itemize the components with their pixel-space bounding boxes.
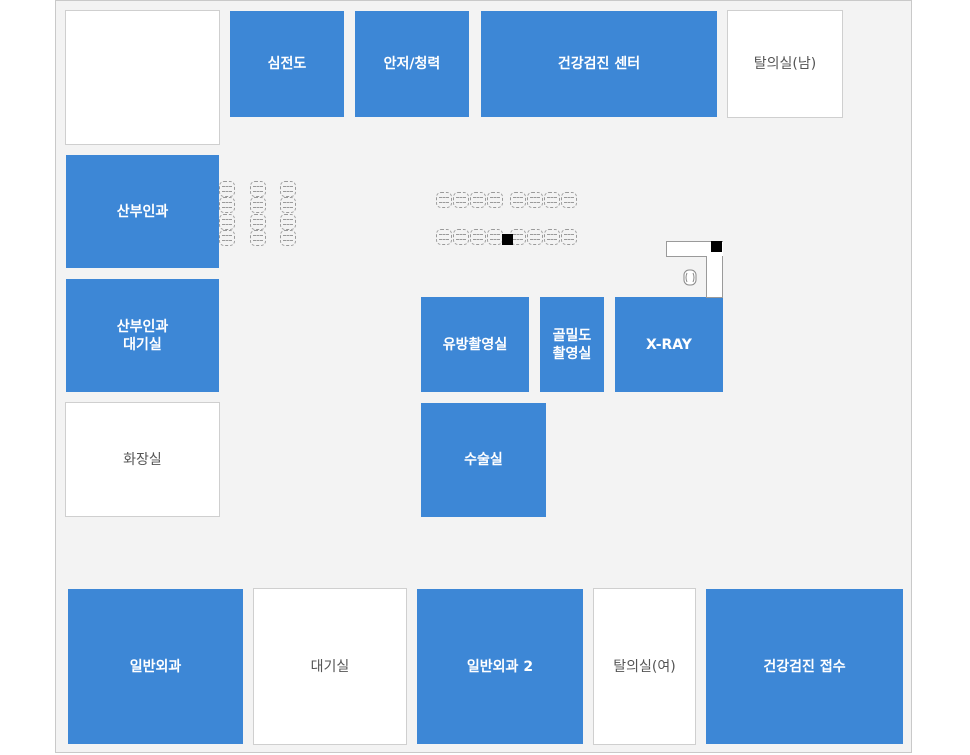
room-general-surgery[interactable]: 일반외과 (68, 589, 243, 744)
seat (219, 230, 235, 246)
seat (453, 229, 469, 245)
seat (280, 230, 296, 246)
seat (250, 197, 266, 213)
seat (527, 229, 543, 245)
counter-side (706, 256, 723, 298)
pillar-marker (711, 241, 722, 252)
counter-top (666, 241, 723, 257)
room-checkup-center[interactable]: 건강검진 센터 (481, 11, 717, 117)
seat (544, 229, 560, 245)
reception-counter (666, 241, 723, 298)
seat (219, 181, 235, 197)
seat (487, 229, 503, 245)
seat (219, 214, 235, 230)
seat (561, 192, 577, 208)
seat (280, 197, 296, 213)
room-eye-ear[interactable]: 안저/청력 (355, 11, 469, 117)
seat (219, 197, 235, 213)
seat (453, 192, 469, 208)
seat (280, 181, 296, 197)
seat (250, 181, 266, 197)
seat (250, 214, 266, 230)
room-changing-male[interactable]: 탈의실(남) (727, 10, 843, 118)
room-waiting[interactable]: 대기실 (253, 588, 407, 745)
seat (470, 229, 486, 245)
pillar-marker (502, 234, 513, 245)
room-restroom[interactable]: 화장실 (65, 402, 220, 517)
seat (436, 192, 452, 208)
room-mammography[interactable]: 유방촬영실 (421, 297, 529, 392)
room-changing-female[interactable]: 탈의실(여) (593, 588, 696, 745)
seat (487, 192, 503, 208)
seat (561, 229, 577, 245)
seat (250, 230, 266, 246)
seat (280, 214, 296, 230)
seat (436, 229, 452, 245)
seat (544, 192, 560, 208)
room-ecg[interactable]: 심전도 (230, 11, 344, 117)
seat (527, 192, 543, 208)
seat (510, 192, 526, 208)
room-obgyn[interactable]: 산부인과 (66, 155, 219, 268)
room-blank (65, 10, 220, 145)
room-bone-density[interactable]: 골밀도 촬영실 (540, 297, 604, 392)
room-operating[interactable]: 수술실 (421, 403, 546, 517)
room-xray[interactable]: X-RAY (615, 297, 723, 392)
office-chair-icon (682, 269, 698, 286)
room-obgyn-waiting[interactable]: 산부인과 대기실 (66, 279, 219, 392)
room-general-surgery-2[interactable]: 일반외과 2 (417, 589, 583, 744)
seat (470, 192, 486, 208)
room-checkup-reception[interactable]: 건강검진 접수 (706, 589, 903, 744)
